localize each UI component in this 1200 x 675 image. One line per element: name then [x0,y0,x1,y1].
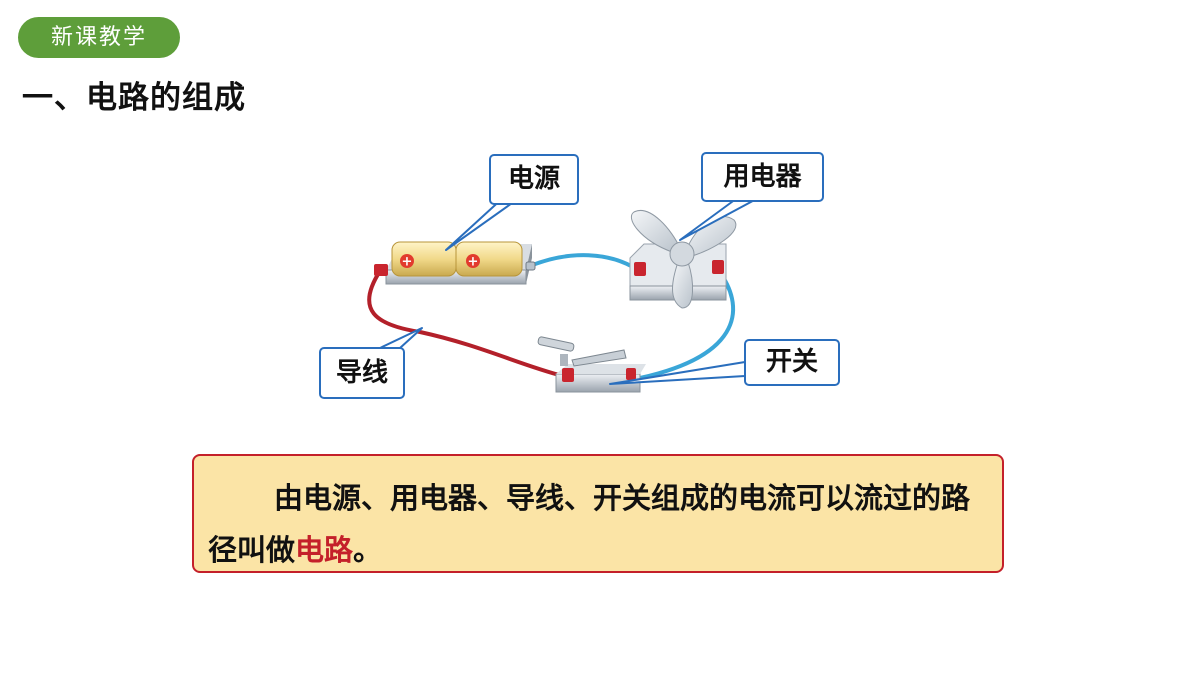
knife-switch [537,336,646,393]
callout-pointer-wire [379,327,423,349]
red-wire [367,269,564,378]
callout-appliance: 用电器 [701,152,824,202]
section-title: 一、电路的组成 [22,80,246,116]
callout-wire: 导线 [319,347,405,399]
definition-end: 。 [353,533,383,567]
fan-appliance [629,210,737,309]
circuit-diagram: + + 电源 [300,140,880,420]
callout-switch: 开关 [744,339,840,386]
callout-power-source: 电源 [489,154,579,205]
circuit-illustration: + + [367,195,763,393]
blue-wire-top [529,253,640,272]
battery-holder: + + [374,241,536,285]
battery-plus-1: + [402,255,413,270]
definition-text: 由电源、用电器、导线、开关组成的电流可以流过的路径叫做 [208,481,971,567]
definition-term: 电路 [295,533,354,567]
battery-plus-2: + [468,255,479,270]
section-badge: 新课教学 [18,17,180,58]
definition-box: 由电源、用电器、导线、开关组成的电流可以流过的路径叫做电路。 [192,454,1004,573]
